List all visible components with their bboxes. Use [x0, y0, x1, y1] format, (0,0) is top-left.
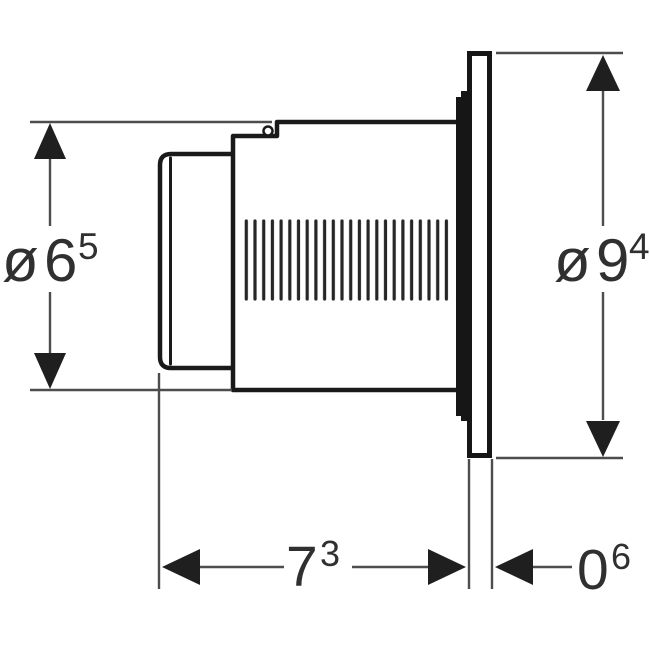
arrow-up-icon [586, 55, 620, 91]
label-left-diameter: ø65 [2, 226, 99, 294]
arrow-left-icon [495, 549, 533, 585]
label-depth: 73 [286, 533, 340, 599]
button-cap-outline [157, 151, 233, 371]
label-right-diameter: ø94 [554, 226, 650, 294]
actuator-part [157, 51, 492, 458]
dimension-right-diameter: ø94 [496, 51, 650, 460]
arrow-up-icon [34, 123, 66, 159]
body-clip-detail [262, 125, 274, 137]
seal-bar [456, 91, 468, 421]
knurl-band [242, 217, 450, 303]
dimension-depth: 73 [157, 373, 466, 599]
arrow-right-icon [428, 549, 466, 585]
dimension-plate-thickness: 06 [467, 459, 631, 602]
wall-plate-outline [467, 51, 492, 458]
dimension-left-diameter: ø65 [2, 120, 272, 392]
arrow-down-icon [34, 353, 66, 389]
arrow-down-icon [586, 421, 620, 457]
arrow-left-icon [162, 549, 200, 585]
label-plate-thickness: 06 [577, 536, 631, 602]
